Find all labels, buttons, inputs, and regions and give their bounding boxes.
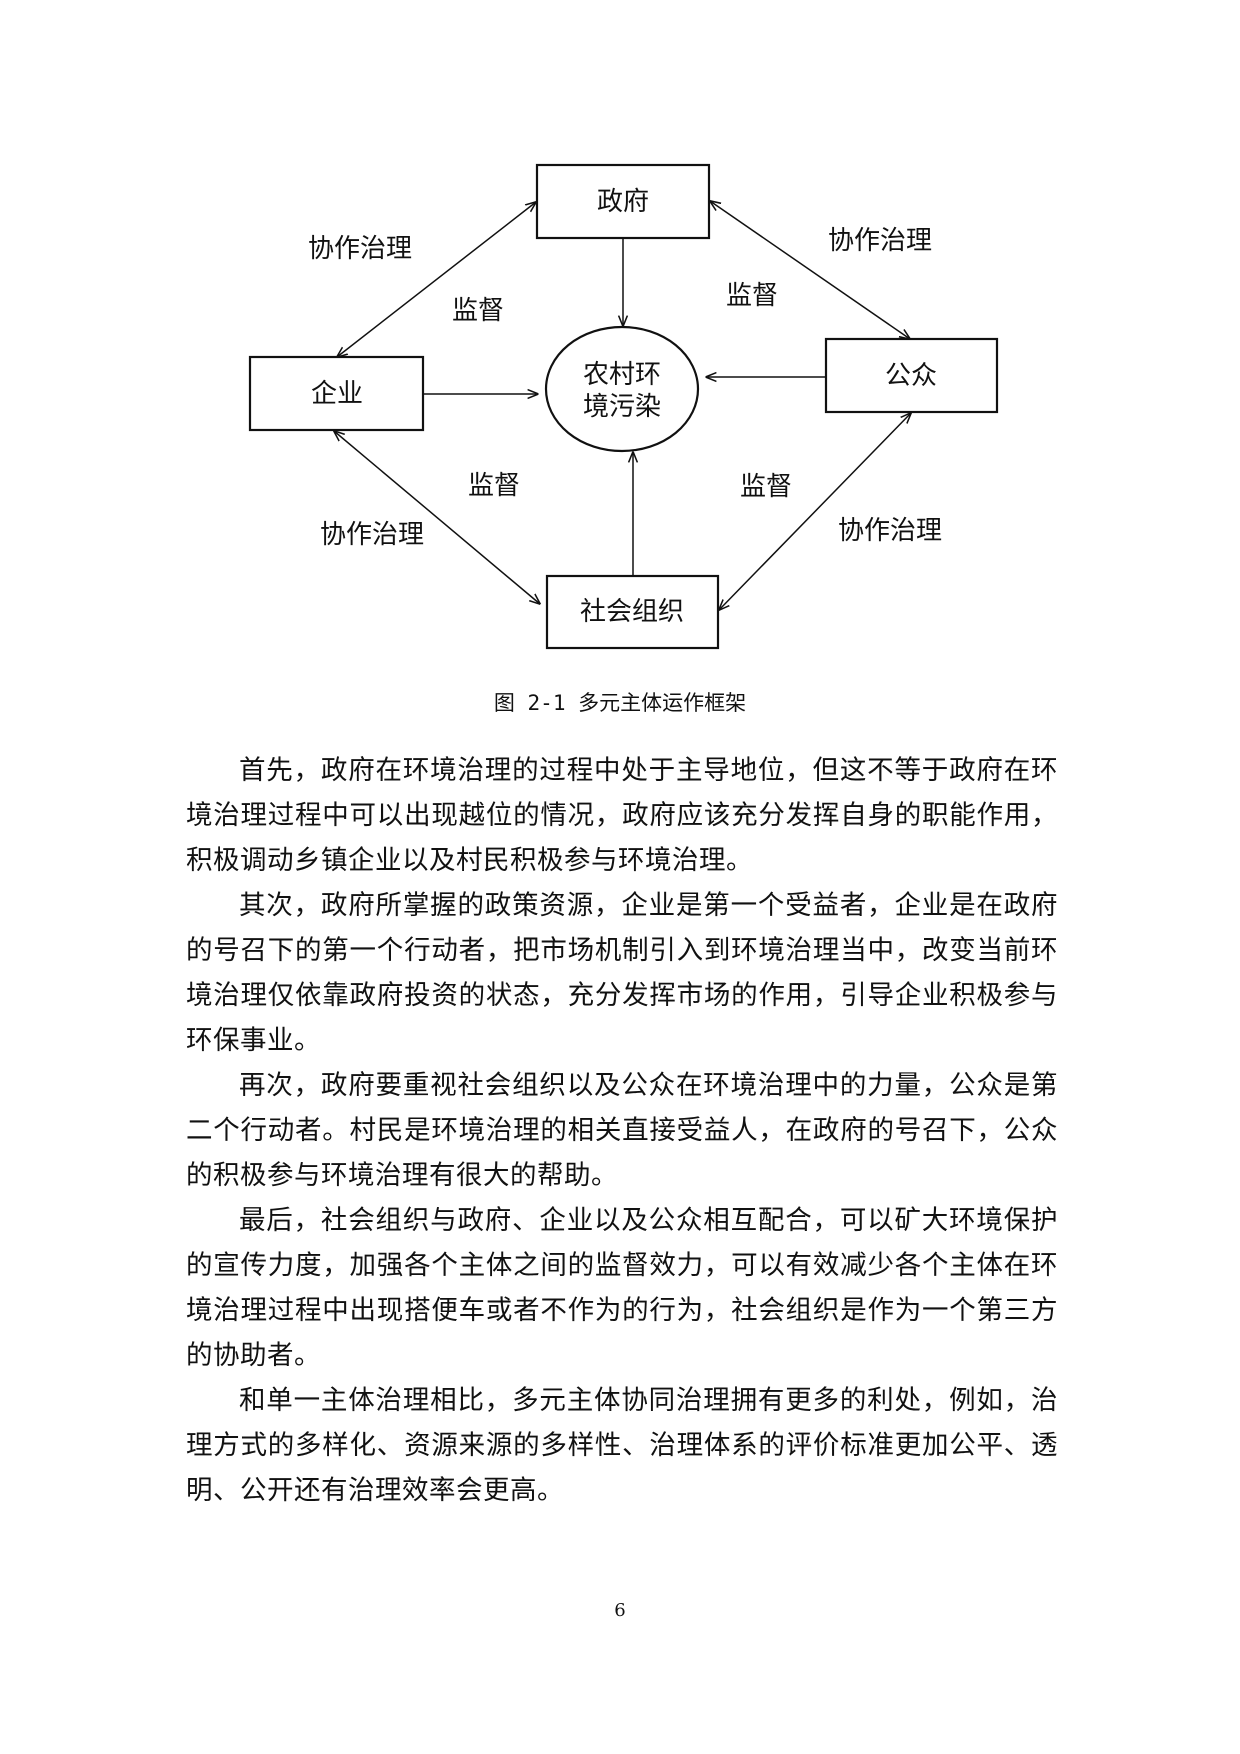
social-org-box <box>545 574 720 650</box>
rural-pollution-ellipse <box>544 325 700 453</box>
edge-label-supervise-bottom-left: 监督 <box>467 471 521 501</box>
figure-caption: 图 2-1 多元主体运作框架 <box>493 691 747 715</box>
paragraph-third: 再次，政府要重视社会组织以及公众在环境治理中的力量，公众是第二个行动者。村民是环… <box>186 1070 1058 1191</box>
edge-label-supervise-top-left: 监督 <box>451 296 505 326</box>
node-public-label: 公众 <box>884 361 938 391</box>
node-center-label-line2: 境污染 <box>582 392 662 422</box>
edge-label-cooperate-bottom-left: 协作治理 <box>319 520 425 550</box>
diagram-canvas <box>248 163 999 650</box>
node-social-org-label: 社会组织 <box>579 597 685 627</box>
paragraph-first: 首先，政府在环境治理的过程中处于主导地位，但这不等于政府在环境治理过程中可以出现… <box>186 755 1058 876</box>
arrow-government-enterprise <box>337 202 536 357</box>
government-box <box>535 163 711 240</box>
arrow-government-public <box>710 201 910 339</box>
edge-label-cooperate-top-right: 协作治理 <box>827 226 933 256</box>
enterprise-box <box>248 355 425 432</box>
edge-label-supervise-bottom-right: 监督 <box>739 472 793 502</box>
paragraph-fifth: 和单一主体治理相比，多元主体协同治理拥有更多的利处，例如，治理方式的多样化、资源… <box>186 1385 1058 1506</box>
page-number: 6 <box>614 1600 626 1621</box>
edge-label-cooperate-bottom-right: 协作治理 <box>837 516 943 546</box>
paragraph-fourth: 最后，社会组织与政府、企业以及公众相互配合，可以矿大环境保护的宣传力度，加强各个… <box>186 1205 1058 1371</box>
arrow-public-social-org <box>719 413 911 610</box>
framework-diagram: 政府 企业 公众 社会组织 农村环 境污染 协作治理 协作治理 协作治理 协作治… <box>0 0 1240 660</box>
body-text: 首先，政府在环境治理的过程中处于主导地位，但这不等于政府在环境治理过程中可以出现… <box>186 748 1058 1513</box>
node-government-label: 政府 <box>596 187 650 217</box>
node-center-label-line1: 农村环 <box>582 360 662 390</box>
edge-label-cooperate-top-left: 协作治理 <box>307 234 413 264</box>
node-enterprise-label: 企业 <box>310 379 364 409</box>
paragraph-second: 其次，政府所掌握的政策资源，企业是第一个受益者，企业是在政府的号召下的第一个行动… <box>186 890 1058 1056</box>
edge-label-supervise-top-right: 监督 <box>725 281 779 311</box>
arrow-enterprise-social-org <box>334 431 540 604</box>
